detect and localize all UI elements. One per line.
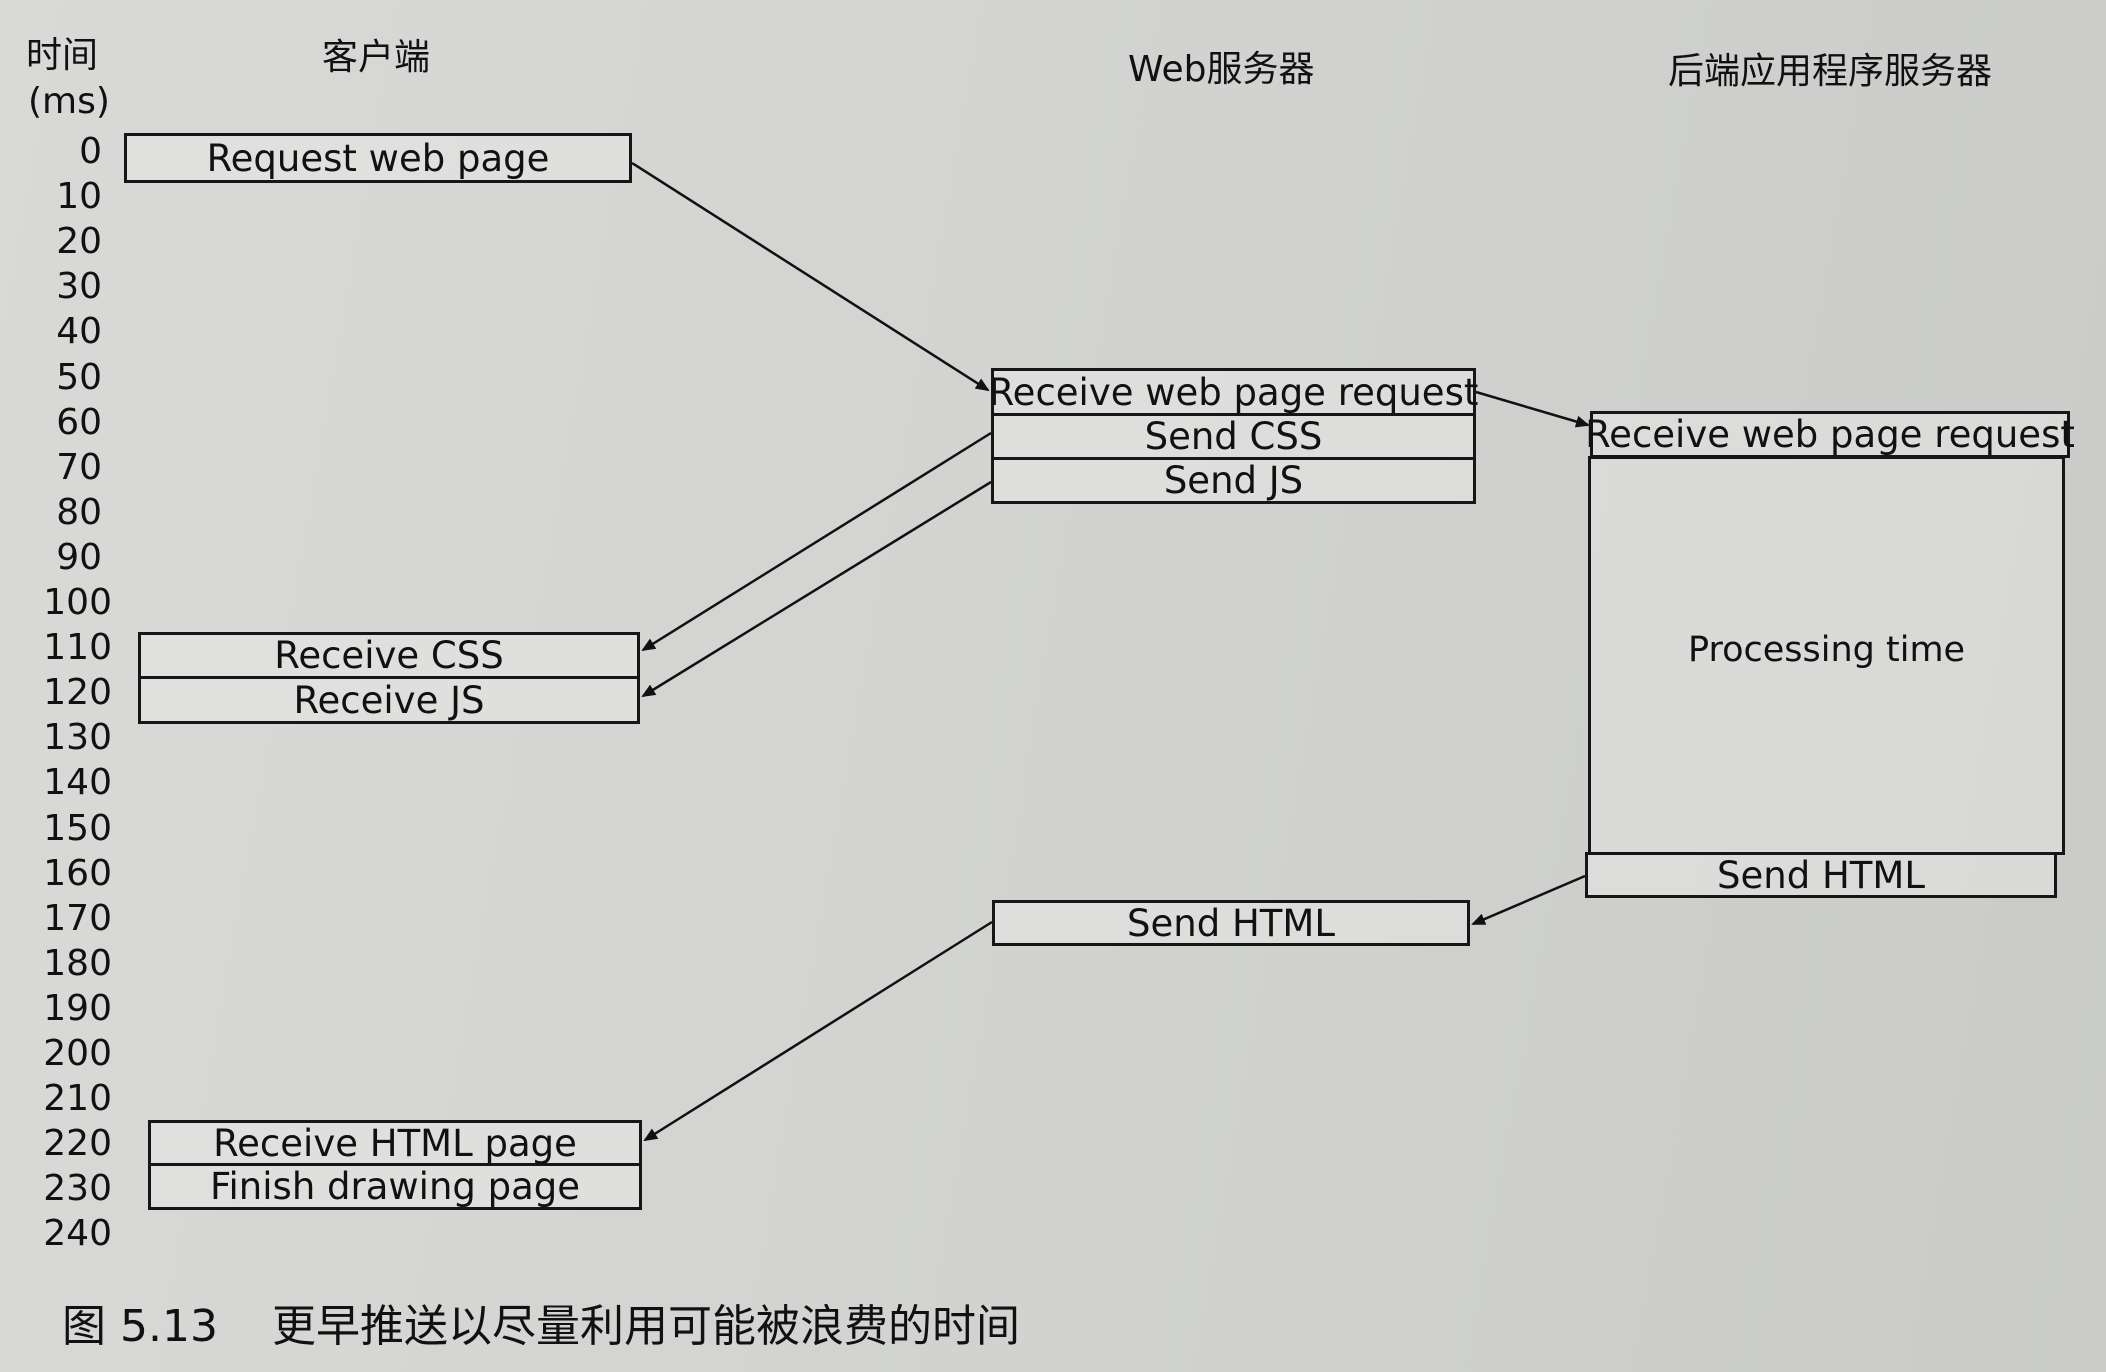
client-finish-drawing-box: Finish drawing page: [148, 1166, 642, 1210]
client-receive-css-box: Receive CSS: [138, 632, 640, 679]
time-tick: 90: [56, 536, 102, 578]
time-tick: 120: [43, 672, 112, 714]
time-tick: 230: [43, 1168, 112, 1210]
backend-processing-label: Processing time: [1688, 630, 1966, 670]
time-tick: 70: [56, 446, 102, 488]
client-receive-css-label: Receive CSS: [274, 634, 504, 677]
client-receive-js-label: Receive JS: [293, 678, 485, 722]
arrow-send-js-to-client: [641, 480, 992, 698]
client-request-box: Request web page: [124, 133, 632, 183]
time-tick: 140: [43, 762, 112, 804]
backend-send-html-label: Send HTML: [1717, 853, 1925, 897]
client-request-label: Request web page: [206, 136, 550, 180]
time-tick: 130: [43, 717, 112, 759]
client-column-header: 客户端: [322, 37, 431, 78]
web-receive-request-label: Receive web page request: [988, 370, 1479, 414]
time-tick: 100: [43, 582, 112, 623]
web-receive-request-box: Receive web page request: [988, 368, 1479, 416]
time-tick: 0: [79, 131, 102, 172]
figure-number: 图 5.13: [62, 1301, 218, 1352]
backend-processing-box: [1588, 456, 2065, 855]
client-finish-drawing-label: Finish drawing page: [209, 1165, 581, 1208]
time-header: 时间: [26, 35, 99, 76]
web-send-js-box: Send JS: [991, 460, 1476, 504]
web-server-column-header: Web服务器: [1128, 49, 1315, 90]
web-send-js-label: Send JS: [1163, 459, 1304, 502]
time-tick: 40: [56, 311, 102, 353]
backend-send-html-box: Send HTML: [1585, 852, 2057, 898]
arrow-web-to-backend: [1475, 390, 1590, 428]
time-tick: 50: [56, 356, 102, 398]
time-tick: 20: [56, 221, 102, 263]
time-tick: 150: [43, 807, 112, 849]
client-receive-js-box: Receive JS: [138, 679, 640, 724]
time-tick: 110: [43, 627, 112, 669]
figure-caption: 图 5.13 更早推送以尽量利用可能被浪费的时间: [62, 1290, 1020, 1354]
web-send-css-box: Send CSS: [991, 416, 1476, 460]
figure-caption-text: 更早推送以尽量利用可能被浪费的时间: [271, 1301, 1020, 1352]
web-send-html-label: Send HTML: [1127, 901, 1335, 945]
client-receive-html-box: Receive HTML page: [148, 1120, 642, 1166]
web-send-css-label: Send CSS: [1144, 415, 1323, 458]
time-tick: 240: [43, 1213, 112, 1255]
time-tick: 220: [43, 1123, 112, 1165]
time-tick: 60: [56, 401, 102, 443]
arrow-web-html-to-client: [643, 920, 993, 1142]
backend-receive-request-box: Receive web page request: [1585, 411, 2075, 458]
time-tick: 10: [56, 176, 102, 218]
arrow-request-to-web: [631, 161, 990, 392]
time-tick: 170: [43, 897, 112, 939]
backend-column-header: 后端应用程序服务器: [1668, 51, 1993, 92]
time-tick: 30: [56, 266, 102, 308]
time-tick: 180: [43, 942, 112, 984]
backend-receive-request-label: Receive web page request: [1585, 413, 2075, 456]
web-send-html-box: Send HTML: [992, 900, 1470, 946]
time-tick: 190: [43, 987, 112, 1029]
time-tick: 200: [43, 1033, 112, 1074]
time-tick: 160: [43, 852, 112, 894]
time-unit: (ms): [28, 81, 110, 122]
arrow-send-css-to-client: [641, 431, 992, 652]
arrow-backend-html-to-web: [1471, 874, 1586, 926]
time-tick: 210: [43, 1078, 112, 1120]
time-tick: 80: [56, 491, 102, 533]
client-receive-html-label: Receive HTML page: [213, 1121, 577, 1165]
